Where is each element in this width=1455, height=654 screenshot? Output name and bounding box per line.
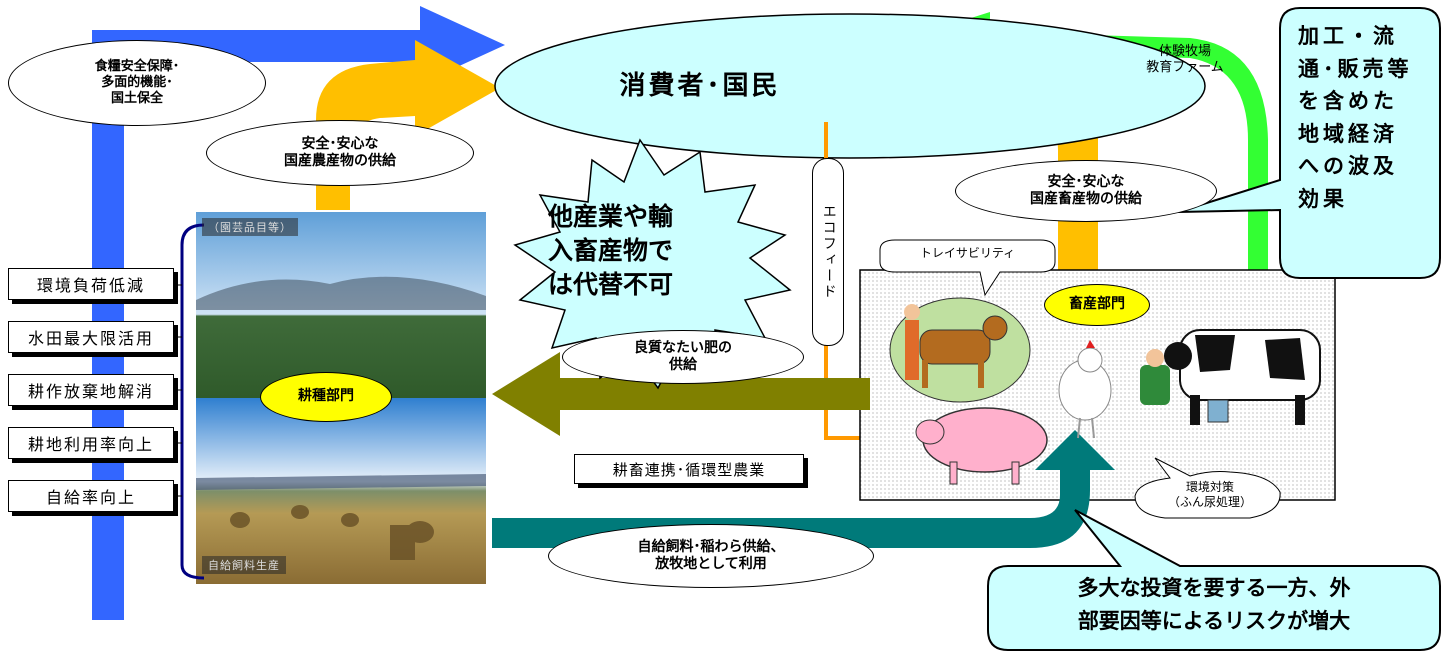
teal-arrow (492, 430, 1115, 548)
photo-caption-bottom: 自給飼料生産 (202, 556, 286, 574)
food-security-line-2: 多面的機能･ (101, 74, 173, 90)
consumers-label-text: 消費者･国民 (619, 70, 781, 101)
risk-callout (987, 509, 1441, 651)
left-item-abandoned-land-text: 耕作放棄地解消 (27, 382, 154, 401)
regional-economy-line-1: 加工・流 (1298, 24, 1398, 48)
feed-supply-line-1: 自給飼料･稲わら供給、 (637, 538, 785, 555)
left-item-abandoned-land: 耕作放棄地解消 (8, 374, 174, 406)
irreplaceable-text: 他産業や輸 入畜産物で は代替不可 (548, 200, 744, 301)
food-security-ellipse: 食糧安全保障･ 多面的機能･ 国土保全 (8, 40, 266, 126)
feed-supply-ellipse: 自給飼料･稲わら供給、 放牧地として利用 (548, 524, 874, 588)
consumers-label: 消費者･国民 (560, 66, 840, 106)
olive-arrow (492, 352, 870, 436)
traceability-label: トレイサビリティ (880, 246, 1055, 261)
crop-livestock-link-box: 耕畜連携･循環型農業 (574, 454, 804, 484)
environment-measures-label: 環境対策 （ふん尿処理） (1140, 480, 1280, 510)
risk-text: 多大な投資を要する一方、外 部要因等によるリスクが増大 (992, 572, 1436, 637)
photo-caption-bottom-text: 自給飼料生産 (208, 559, 280, 572)
regional-economy-text: 加工・流 通･販売等 を含めた 地域経済 への波及 効果 (1298, 20, 1434, 215)
cow-farmer-illustration (889, 297, 1031, 403)
left-item-self-sufficiency-text: 自給率向上 (45, 488, 136, 507)
experience-farm-label: 体験牧場 教育ファーム (1110, 44, 1260, 77)
left-item-land-use-rate: 耕地利用率向上 (8, 427, 174, 459)
crop-dept-text: 耕種部門 (298, 388, 354, 405)
crop-livestock-link-text: 耕畜連携･循環型農業 (612, 460, 766, 479)
environment-bubble (1134, 457, 1281, 519)
regional-economy-line-3: を含めた (1298, 89, 1398, 114)
manure-supply-ellipse: 良質なたい肥の 供給 (562, 330, 804, 384)
regional-economy-callout (1177, 7, 1441, 279)
left-item-environment: 環境負荷低減 (8, 268, 174, 300)
crop-photo-bottom (196, 398, 486, 584)
safe-livestock-line-2: 国産畜産物の供給 (1030, 191, 1142, 207)
left-item-paddy: 水田最大限活用 (8, 321, 174, 353)
irreplaceable-line-2: 入畜産物で (548, 235, 674, 265)
left-item-self-sufficiency: 自給率向上 (8, 480, 174, 512)
traceability-text: トレイサビリティ (919, 246, 1016, 260)
regional-economy-line-6: 効果 (1298, 186, 1348, 211)
safe-crops-line-1: 安全･安心な (301, 135, 379, 152)
chicken-illustration (1058, 340, 1112, 439)
feed-supply-line-2: 放牧地として利用 (655, 556, 767, 572)
eco-feed-label: エコフィード (812, 158, 844, 346)
left-bracket (180, 223, 205, 580)
safe-crops-line-2: 国産農産物の供給 (284, 153, 396, 169)
risk-line-1: 多大な投資を要する一方、外 (1077, 576, 1351, 600)
left-item-paddy-text: 水田最大限活用 (27, 329, 154, 348)
orange-arrow-crops (316, 40, 500, 210)
regional-economy-line-4: 地域経済 (1298, 121, 1398, 146)
left-item-land-use-rate-text: 耕地利用率向上 (27, 435, 154, 454)
manure-supply-line-1: 良質なたい肥の (634, 339, 732, 356)
environment-measures-line-2: （ふん尿処理） (1167, 495, 1252, 509)
irreplaceable-line-1: 他産業や輸 (548, 202, 674, 231)
safe-livestock-ellipse: 安全･安心な 国産畜産物の供給 (955, 160, 1217, 222)
photo-caption-top-text: （園芸品目等） (208, 221, 292, 234)
food-security-line-3: 国土保全 (110, 91, 163, 107)
experience-farm-line-2: 教育ファーム (1146, 60, 1224, 76)
experience-farm-line-1: 体験牧場 (1158, 44, 1211, 59)
regional-economy-line-5: への波及 (1298, 154, 1398, 179)
crop-dept-label: 耕種部門 (260, 372, 392, 422)
manure-supply-line-2: 供給 (669, 357, 697, 373)
safe-livestock-line-1: 安全･安心な (1047, 173, 1125, 190)
photo-caption-top: （園芸品目等） (202, 218, 298, 236)
irreplaceable-line-3: は代替不可 (548, 269, 674, 299)
safe-crops-ellipse: 安全･安心な 国産農産物の供給 (206, 120, 474, 186)
pig-illustration (915, 407, 1048, 485)
consumers-ellipse (494, 13, 1206, 159)
environment-measures-line-1: 環境対策 (1185, 480, 1234, 494)
left-item-environment-text: 環境負荷低減 (36, 276, 145, 295)
livestock-dept-text: 畜産部門 (1069, 296, 1125, 313)
dairy-cow-illustration (1140, 329, 1321, 425)
eco-feed-text: エコフィード (820, 204, 837, 300)
livestock-dept-label: 畜産部門 (1044, 284, 1150, 326)
traceability-bubble (879, 239, 1056, 297)
food-security-line-1: 食糧安全保障･ (94, 58, 180, 74)
starburst-shape (513, 138, 792, 390)
risk-line-2: 部要因等によるリスクが増大 (1077, 608, 1351, 633)
regional-economy-line-2: 通･販売等 (1298, 56, 1413, 81)
